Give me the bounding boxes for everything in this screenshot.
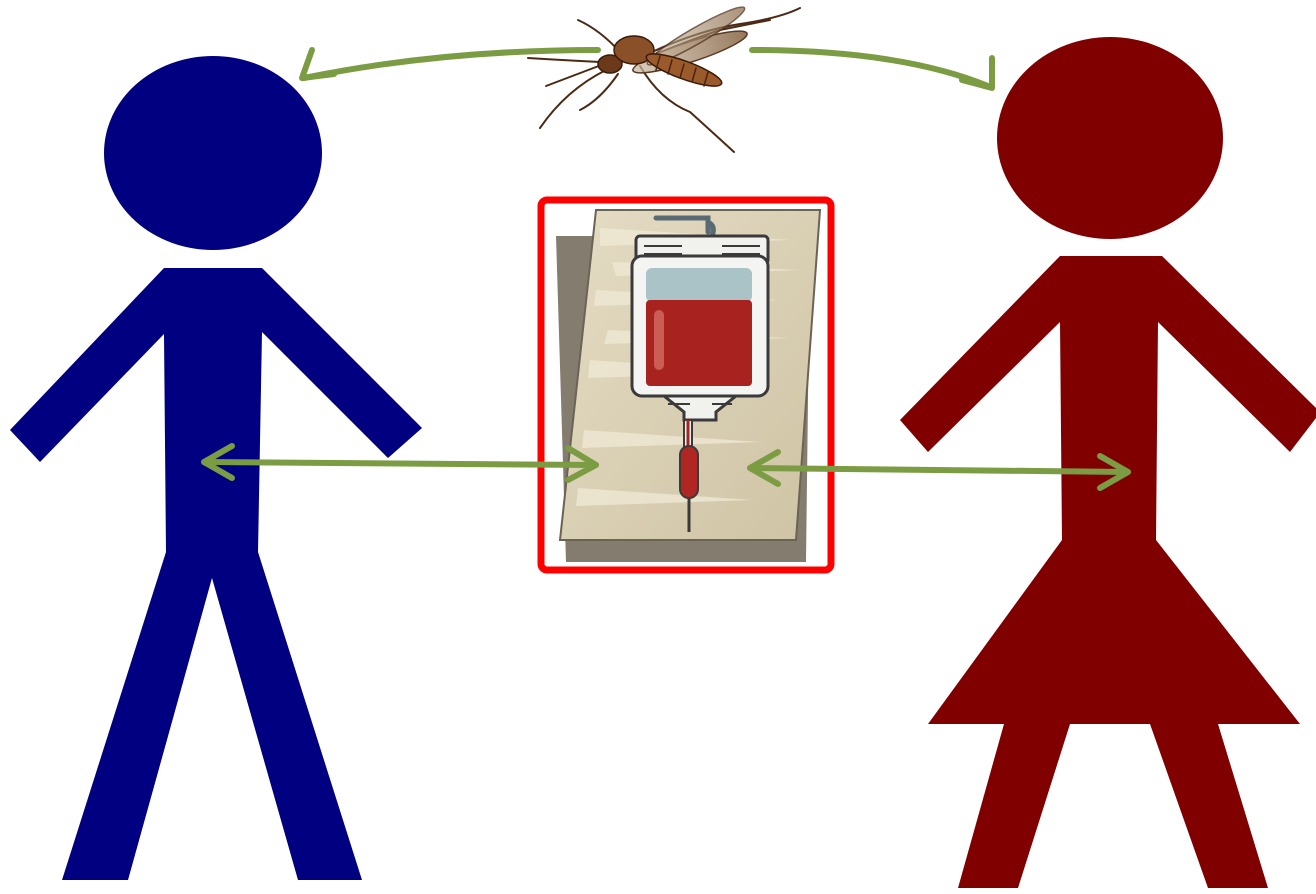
- arrow-female-transfusion: [752, 468, 1128, 472]
- male-head: [104, 56, 322, 250]
- male-body: [10, 268, 422, 880]
- bag-highlight: [654, 310, 664, 370]
- female-body: [900, 256, 1316, 888]
- arrowhead-male-top: [302, 50, 334, 78]
- bag-air-space: [646, 268, 752, 302]
- blood-transfusion-bag-icon: [541, 200, 831, 570]
- arrow-male-transfusion: [206, 462, 596, 465]
- mosquito-icon: [528, 1, 800, 152]
- arrow-mosquito-to-male: [304, 50, 598, 78]
- drip-chamber: [680, 446, 698, 498]
- female-head: [997, 37, 1223, 239]
- arrow-mosquito-to-female: [752, 50, 988, 86]
